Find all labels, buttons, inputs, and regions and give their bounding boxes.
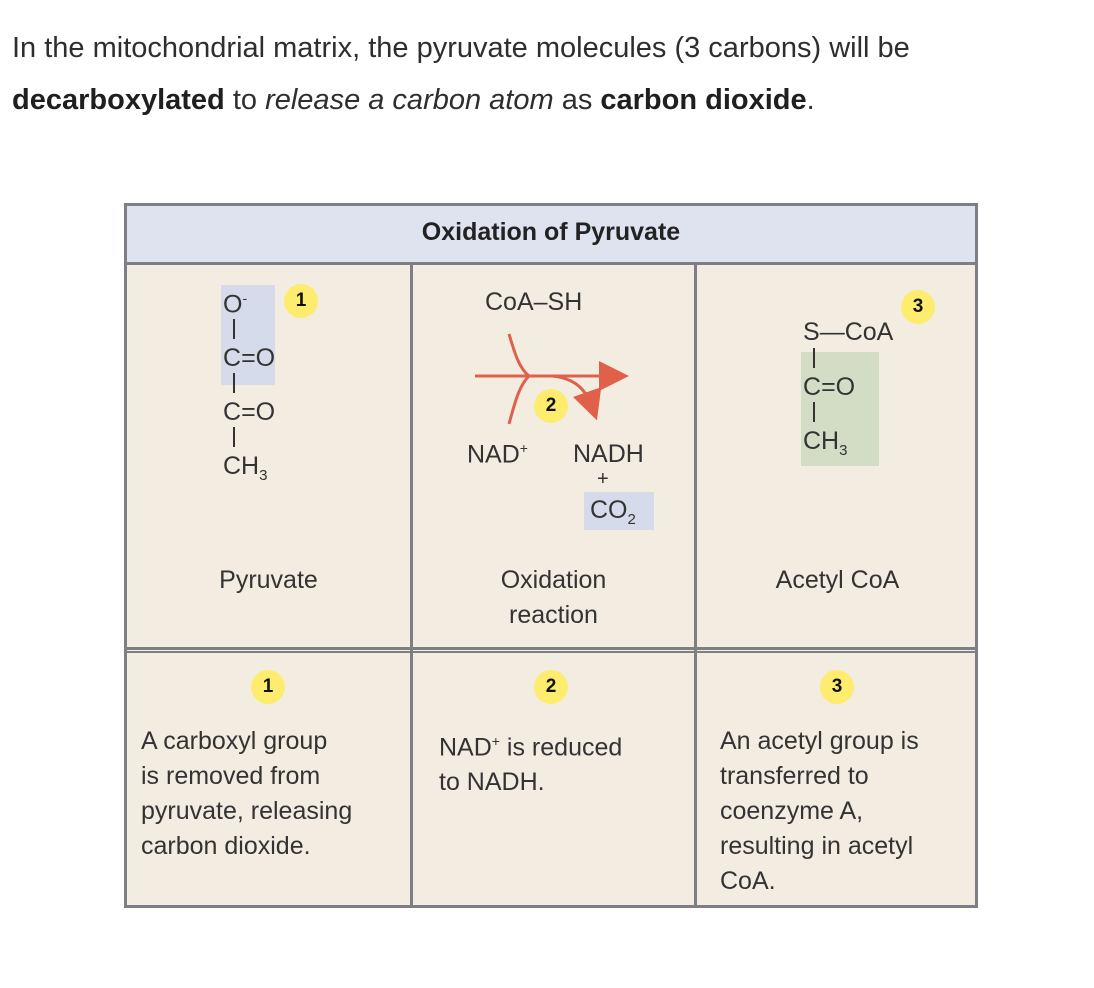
double-bond-o-acetyl: =O — [821, 373, 856, 401]
step-2-badge: 2 — [534, 389, 568, 423]
acetyl-carbonyl: C=O — [803, 373, 855, 402]
c-atom-acetyl: C — [803, 373, 822, 401]
nadh-label: NADH — [573, 440, 644, 468]
double-bond-o-1: =O — [241, 344, 276, 372]
pyruvate-o-minus: O- — [223, 290, 247, 319]
ch-subscript: 3 — [259, 467, 268, 484]
s-atom: S — [803, 318, 820, 346]
coa-in-arrow — [507, 333, 530, 378]
note-2-rest: is reduced — [499, 733, 623, 762]
negative-charge: - — [242, 290, 248, 306]
intro-text-2: to — [224, 84, 266, 116]
nad-plus-label: NAD+ — [467, 440, 528, 469]
s-coa-bond: — — [819, 318, 845, 346]
note-3-text: An acetyl group is transferred to coenzy… — [720, 724, 972, 899]
nad-in-arrow — [507, 374, 531, 425]
note-2-line-2: to NADH. — [439, 768, 545, 797]
pyruvate-carbonyl-2: C=O — [223, 398, 275, 427]
double-bond-o-2: =O — [241, 398, 276, 426]
o-atom: O — [223, 290, 243, 319]
pyruvate-carbonyl-1: C=O — [223, 344, 275, 373]
thioester-label: S—CoA — [803, 318, 893, 347]
reaction-arrows — [475, 333, 629, 425]
pyruvate-oxidation-figure: Oxidation of Pyruvate 1 O- C=O C=O CH3 P… — [124, 203, 978, 908]
c-atom-1: C — [223, 344, 242, 372]
pyruvate-label: Pyruvate — [219, 566, 318, 594]
row-divider-2 — [127, 651, 975, 653]
note-1-line-4: carbon dioxide. — [141, 832, 311, 860]
nad-text: NAD — [467, 440, 520, 469]
bond-c1-c2 — [233, 373, 235, 393]
note-3-line-1: An acetyl group is — [720, 727, 919, 755]
note-2-line-1: NAD+ is reduced — [439, 724, 689, 765]
note-2-text: NAD+ is reduced to NADH. — [439, 724, 689, 800]
carboxyl-highlight — [221, 285, 275, 385]
bond-o-c1 — [233, 319, 235, 339]
figure-title: Oxidation of Pyruvate — [421, 218, 681, 246]
oxidation-label-line-2: reaction — [509, 601, 598, 629]
note-2-nad: NAD — [439, 733, 492, 762]
note-3-line-4: resulting in acetyl — [720, 832, 914, 860]
intro-bold-carbon-dioxide: carbon dioxide — [600, 84, 807, 116]
nad-charge: + — [519, 440, 528, 456]
co2-subscript: 2 — [627, 511, 636, 528]
note-1-line-3: pyruvate, releasing — [141, 797, 353, 825]
coa-text: CoA — [844, 318, 894, 346]
acetyl-ch-text: CH — [803, 427, 840, 455]
co2-label: CO2 — [590, 496, 636, 528]
note-3-line-3: coenzyme A, — [720, 797, 864, 825]
co-text: CO — [590, 496, 628, 524]
bond-c2-ch3 — [233, 427, 235, 447]
note-3-line-2: transferred to — [720, 762, 869, 790]
step-1-badge: 1 — [284, 284, 318, 318]
acetyl-ch-subscript: 3 — [839, 442, 848, 459]
oxidation-reaction-label: Oxidation reaction — [413, 563, 694, 633]
c-atom-2: C — [223, 398, 242, 426]
nadh-out-arrow — [551, 374, 602, 421]
plus-sign: + — [597, 468, 609, 490]
note-1-text: A carboxyl group is removed from pyruvat… — [141, 724, 403, 864]
intro-text-4: . — [806, 84, 815, 116]
row-divider — [127, 647, 975, 650]
note-1-line-1: A carboxyl group — [141, 727, 328, 755]
acetyl-methyl: CH3 — [803, 427, 847, 459]
note-1-badge: 1 — [251, 670, 285, 704]
bond-c-ch3 — [813, 402, 815, 422]
note-2-badge: 2 — [534, 670, 568, 704]
note-3-line-5: CoA. — [720, 867, 776, 895]
bond-s-c — [813, 348, 815, 368]
note-2-nad-charge: + — [491, 733, 500, 749]
figure-header: Oxidation of Pyruvate — [127, 206, 975, 265]
co2-highlight — [584, 492, 654, 530]
intro-bold-decarboxylated: decarboxylated — [12, 84, 225, 116]
intro-paragraph: In the mitochondrial matrix, the pyruvat… — [12, 22, 1072, 126]
column-divider-2 — [694, 262, 697, 905]
intro-text-1: In the mitochondrial matrix, the pyruvat… — [12, 32, 910, 64]
column-divider-1 — [410, 262, 413, 905]
step-3-badge: 3 — [901, 290, 935, 324]
acetyl-coa-label: Acetyl CoA — [775, 566, 900, 594]
note-1-line-2: is removed from — [141, 762, 321, 790]
ch-text: CH — [223, 452, 260, 480]
oxidation-label-line-1: Oxidation — [500, 566, 607, 594]
intro-italic-release: release a carbon atom — [265, 84, 554, 116]
intro-text-3: as — [553, 84, 601, 116]
note-3-badge: 3 — [820, 670, 854, 704]
coa-sh-label: CoA–SH — [485, 288, 583, 316]
pyruvate-methyl: CH3 — [223, 452, 267, 484]
